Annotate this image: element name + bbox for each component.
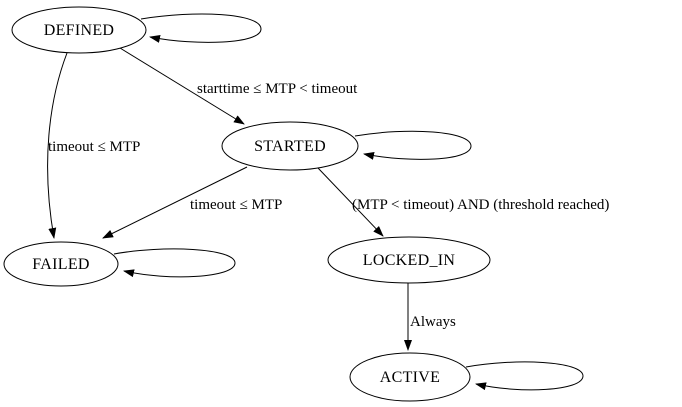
edge-label-locked-in-active: Always (410, 314, 456, 330)
state-node-failed: FAILED (3, 241, 119, 287)
defined-ellipse (11, 6, 147, 54)
locked-in-ellipse (327, 236, 491, 284)
started-label: STARTED (254, 138, 326, 155)
self-loop-defined (140, 13, 262, 43)
edge-label-defined-started: starttime ≤ MTP < timeout (197, 81, 358, 97)
self-loop-active-path (465, 361, 584, 391)
edge-defined-to-failed-path (47, 52, 68, 239)
failed-ellipse (3, 241, 119, 287)
active-ellipse (349, 352, 471, 402)
state-node-defined: DEFINED (11, 6, 147, 54)
edge-defined-to-started-path (119, 47, 245, 125)
edge-label-started-locked-in: (MTP < timeout) AND (threshold reached) (352, 197, 609, 213)
edge-locked-in-to-active: Always (404, 283, 456, 351)
failed-label: FAILED (32, 256, 90, 273)
locked-in-label: LOCKED_IN (363, 252, 456, 269)
edge-started-to-locked-in: (MTP < timeout) AND (threshold reached) (317, 167, 609, 237)
edge-started-to-failed-path (102, 166, 248, 239)
defined-label: DEFINED (44, 22, 115, 39)
edge-defined-to-started: starttime ≤ MTP < timeout (119, 47, 358, 125)
self-loop-active (465, 361, 584, 391)
edge-started-to-failed: timeout ≤ MTP (102, 166, 282, 239)
started-ellipse (221, 121, 359, 171)
edge-label-defined-failed: timeout ≤ MTP (48, 139, 140, 155)
edge-started-to-locked-in-path (317, 167, 384, 237)
self-loop-started (354, 130, 472, 160)
edge-defined-to-failed: timeout ≤ MTP (47, 52, 140, 239)
active-label: ACTIVE (380, 369, 440, 386)
self-loop-failed-path (113, 248, 236, 278)
state-node-started: STARTED (221, 121, 359, 171)
self-loop-defined-path (140, 13, 262, 43)
state-node-locked-in: LOCKED_IN (327, 236, 491, 284)
edge-label-started-failed: timeout ≤ MTP (190, 197, 282, 213)
self-loop-failed (113, 248, 236, 278)
self-loop-started-path (354, 130, 472, 160)
state-node-active: ACTIVE (349, 352, 471, 402)
